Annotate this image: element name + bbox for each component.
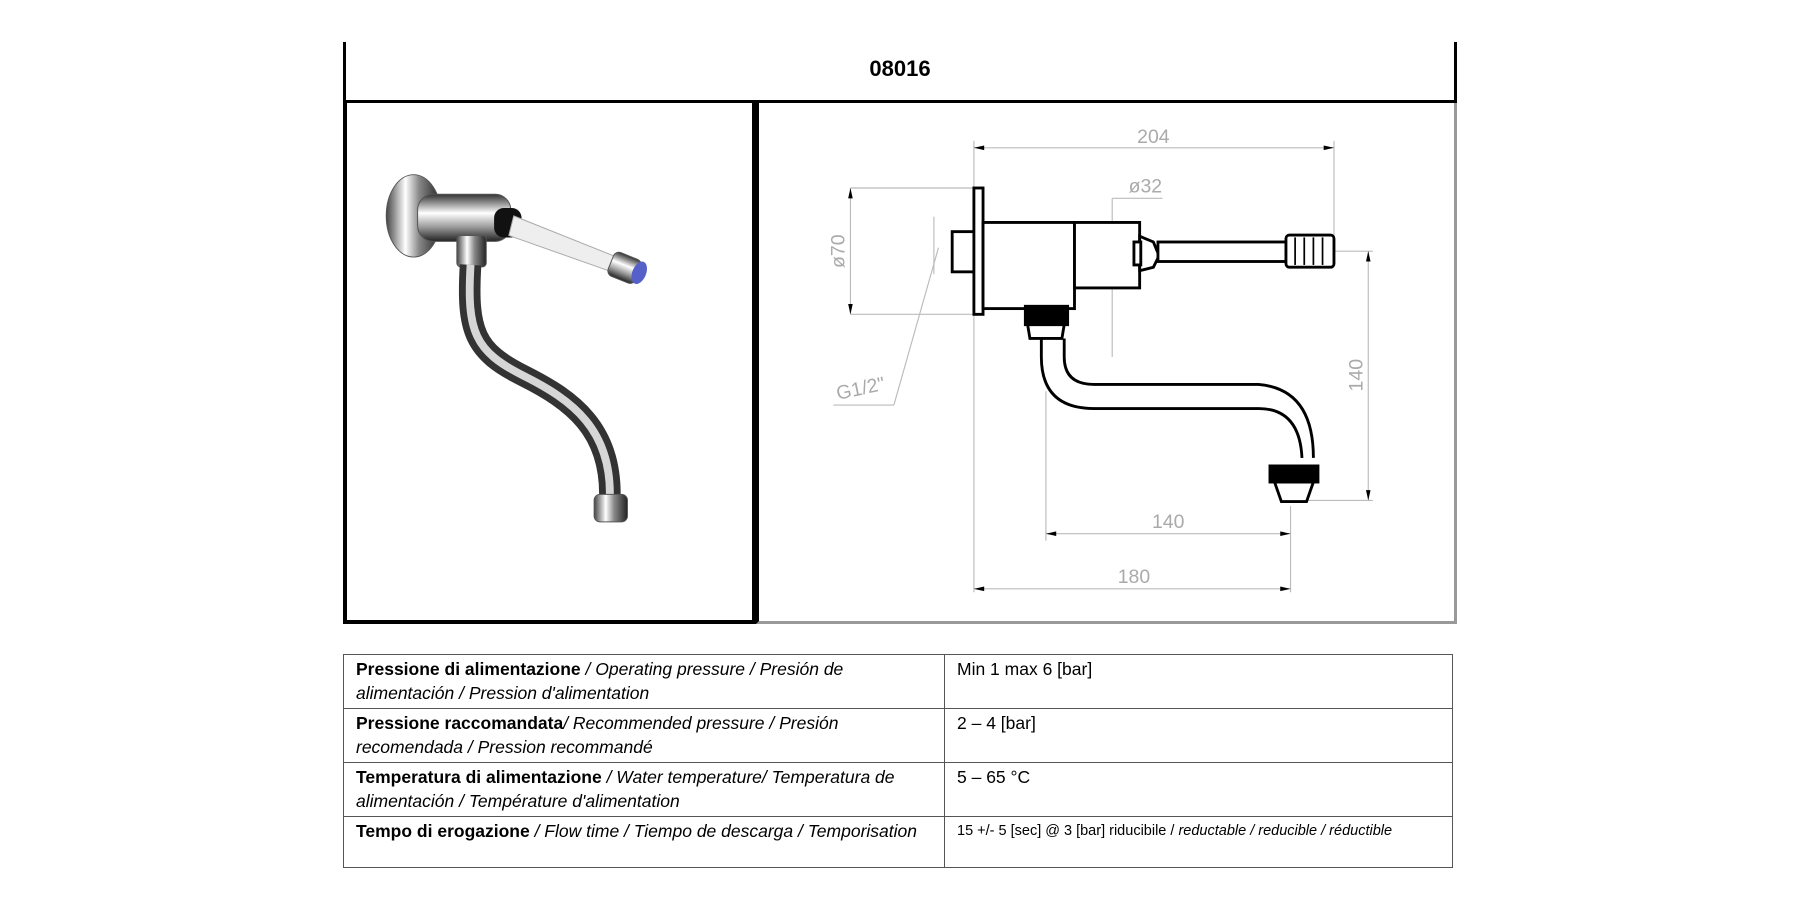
faucet-dimension-drawing: 204 ø32 ø70 G1/2" 140 140 180 <box>828 126 1373 593</box>
spec-label: Pressione di alimentazione / Operating p… <box>343 654 945 709</box>
spec-label: Temperatura di alimentazione / Water tem… <box>343 762 945 817</box>
spec-label-italian: Tempo di erogazione <box>356 821 530 841</box>
spec-label-italian: Pressione di alimentazione <box>356 659 581 679</box>
spec-value-translations: reductable / reducible / réductible <box>1178 823 1393 839</box>
spec-value: 15 +/- 5 [sec] @ 3 [bar] riducibile / re… <box>944 816 1453 868</box>
product-photo <box>343 103 756 624</box>
spec-value: 2 – 4 [bar] <box>944 708 1453 763</box>
spec-value-main: 15 +/- 5 [sec] @ 3 [bar] riducibile / <box>957 823 1179 839</box>
title-header: 08016 <box>343 42 1457 103</box>
table-row: Pressione di alimentazione / Operating p… <box>343 654 1453 709</box>
dim-height: 140 <box>1346 359 1368 392</box>
spec-value: Min 1 max 6 [bar] <box>944 654 1453 709</box>
spec-label-translations: / Flow time / Tiempo de descarga / Tempo… <box>529 821 918 841</box>
dim-total-length: 204 <box>1137 126 1170 148</box>
dim-thread: G1/2" <box>834 373 887 405</box>
spec-label-italian: Temperatura di alimentazione <box>356 767 602 787</box>
dim-wall-to-outlet: 180 <box>1118 566 1151 588</box>
table-row: Temperatura di alimentazione / Water tem… <box>343 762 1453 817</box>
technical-drawing: 204 ø32 ø70 G1/2" 140 140 180 <box>756 103 1457 624</box>
spec-label-translations: / Recommended pressure / Presión recomen… <box>356 713 839 757</box>
dim-spout-reach: 140 <box>1152 511 1185 533</box>
spec-label-italian: Pressione raccomandata <box>356 713 564 733</box>
specifications-table: Pressione di alimentazione / Operating p… <box>343 654 1453 868</box>
spec-label: Tempo di erogazione / Flow time / Tiempo… <box>343 816 945 868</box>
faucet-photo-illustration <box>385 174 647 523</box>
spec-label-translations: / Operating pressure / Presión de alimen… <box>356 659 844 703</box>
spec-label: Pressione raccomandata/ Recommended pres… <box>343 708 945 763</box>
product-code: 08016 <box>869 56 931 81</box>
table-row: Tempo di erogazione / Flow time / Tiempo… <box>343 816 1453 868</box>
dim-flange-diameter: ø70 <box>828 234 850 268</box>
dim-body-diameter: ø32 <box>1129 176 1162 198</box>
spec-label-translations: / Water temperature/ Temperatura de alim… <box>356 767 895 811</box>
spec-value: 5 – 65 °C <box>944 762 1453 817</box>
table-row: Pressione raccomandata/ Recommended pres… <box>343 708 1453 763</box>
